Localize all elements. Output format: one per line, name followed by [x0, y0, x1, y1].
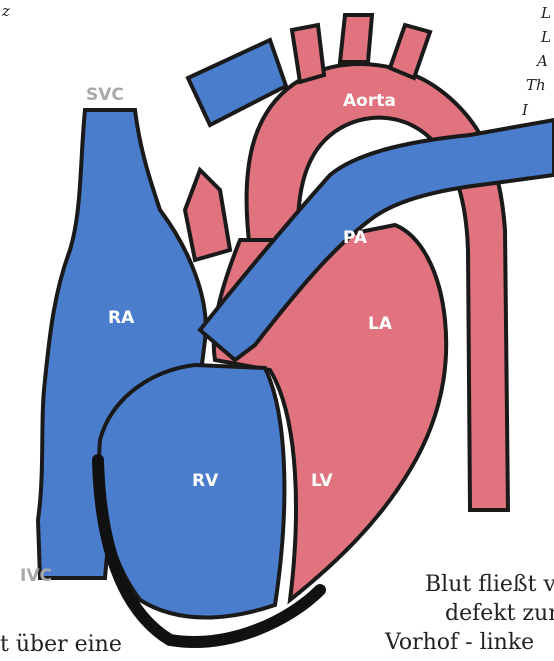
ivc-label: IVC [20, 566, 52, 586]
top-left-fragment: z [2, 2, 10, 20]
bottom-left-fragment: t über eine [0, 632, 122, 657]
right-fragment-1: L [541, 4, 551, 22]
right-fragment-3: A [537, 52, 548, 70]
right-fragment-4: Th [526, 76, 546, 94]
pulmonary-vein [185, 170, 230, 260]
aorta-branch-2 [340, 15, 372, 62]
svc-label: SVC [86, 85, 124, 105]
ra-label: RA [108, 308, 135, 328]
lv-label: LV [311, 471, 333, 491]
la-label: LA [368, 314, 393, 334]
aorta-branch-3 [390, 25, 430, 78]
right-fragment-2: L [541, 28, 551, 46]
caption-line-3: Vorhof - linke [385, 630, 534, 655]
caption-line-2: defekt zur l [445, 601, 554, 626]
pa-label: PA [343, 228, 368, 248]
caption-line-1: Blut fließt v [425, 572, 554, 597]
rv-label: RV [192, 471, 219, 491]
right-fragment-5: I [522, 101, 528, 119]
aorta-branch-1 [292, 25, 324, 82]
aorta-label: Aorta [343, 91, 396, 111]
